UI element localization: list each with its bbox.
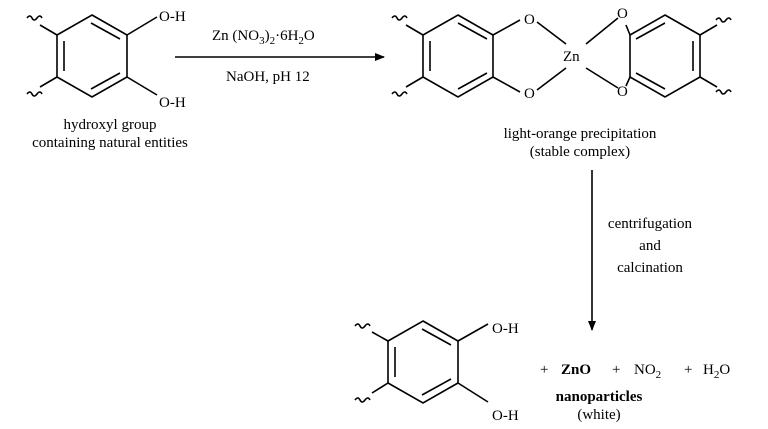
- product-bond-oh-bottom: [457, 382, 489, 403]
- plus-sign: +: [684, 362, 692, 378]
- reagent-label: Zn (NO3)2·6H2O: [212, 28, 315, 47]
- oh-label-bottom: O-H: [159, 95, 186, 111]
- nano-line1: nanoparticles: [555, 389, 643, 405]
- prod-oh-label-bottom: O-H: [492, 408, 519, 424]
- reactant-caption-line1: hydroxyl group: [63, 117, 157, 133]
- nanoparticles-caption: nanoparticles (white): [534, 388, 664, 424]
- complex-caption-line1: light-orange precipitation: [503, 126, 657, 142]
- product-benzene-ring: [387, 320, 459, 404]
- condition-label: NaOH, pH 12: [226, 69, 310, 85]
- complex-oxygen: O: [524, 86, 535, 102]
- plus-sign: +: [612, 362, 620, 378]
- complex-left-ring: [422, 14, 494, 98]
- process-conditions: centrifugation and calcination: [590, 213, 710, 279]
- zinc-complex: [391, 14, 732, 98]
- complex-oxygen: O: [617, 6, 628, 22]
- reactant-bond-oh-top: [126, 16, 158, 36]
- product-wavy-bond-top: [354, 323, 371, 329]
- complex-caption: light-orange precipitation (stable compl…: [480, 125, 680, 161]
- zinc-center-label: Zn: [563, 49, 580, 65]
- reactant-wavy-bond-top: [26, 15, 43, 21]
- o-zn-bond: [536, 21, 567, 45]
- o-zn-bond: [585, 17, 619, 45]
- reactant-benzene-ring: [56, 14, 128, 98]
- product-catechol: [354, 320, 489, 404]
- complex-oxygen: O: [617, 84, 628, 100]
- o-zn-bond: [585, 67, 619, 89]
- no2-label: NO2: [634, 362, 661, 381]
- h2o-label: H2O: [703, 362, 730, 381]
- complex-right-ring: [629, 14, 701, 98]
- reactant-bond-oh-bottom: [126, 76, 158, 96]
- process-line1: centrifugation: [607, 216, 693, 232]
- process-line2: and: [639, 238, 661, 254]
- complex-oxygen: O: [524, 12, 535, 28]
- zno-label: ZnO: [561, 362, 591, 378]
- oh-label-top: O-H: [159, 9, 186, 25]
- plus-sign: +: [540, 362, 548, 378]
- reactant-wavy-bond-bottom: [26, 91, 43, 97]
- complex-right-wavy-bottom: [715, 89, 732, 95]
- prod-oh-label-top: O-H: [492, 321, 519, 337]
- reactant-caption-line2: containing natural entities: [32, 135, 188, 151]
- reactant-catechol: [26, 14, 158, 98]
- reactant-caption: hydroxyl group containing natural entiti…: [0, 116, 220, 152]
- product-bond-oh-top: [457, 323, 489, 342]
- complex-caption-line2: (stable complex): [529, 144, 631, 160]
- o-zn-bond: [536, 67, 567, 91]
- process-line3: calcination: [617, 260, 683, 276]
- complex-right-wavy-top: [715, 17, 732, 23]
- complex-left-wavy-top: [391, 15, 408, 21]
- complex-left-wavy-bottom: [391, 91, 408, 97]
- product-wavy-bond-bottom: [354, 397, 371, 403]
- nano-line2: (white): [577, 407, 621, 423]
